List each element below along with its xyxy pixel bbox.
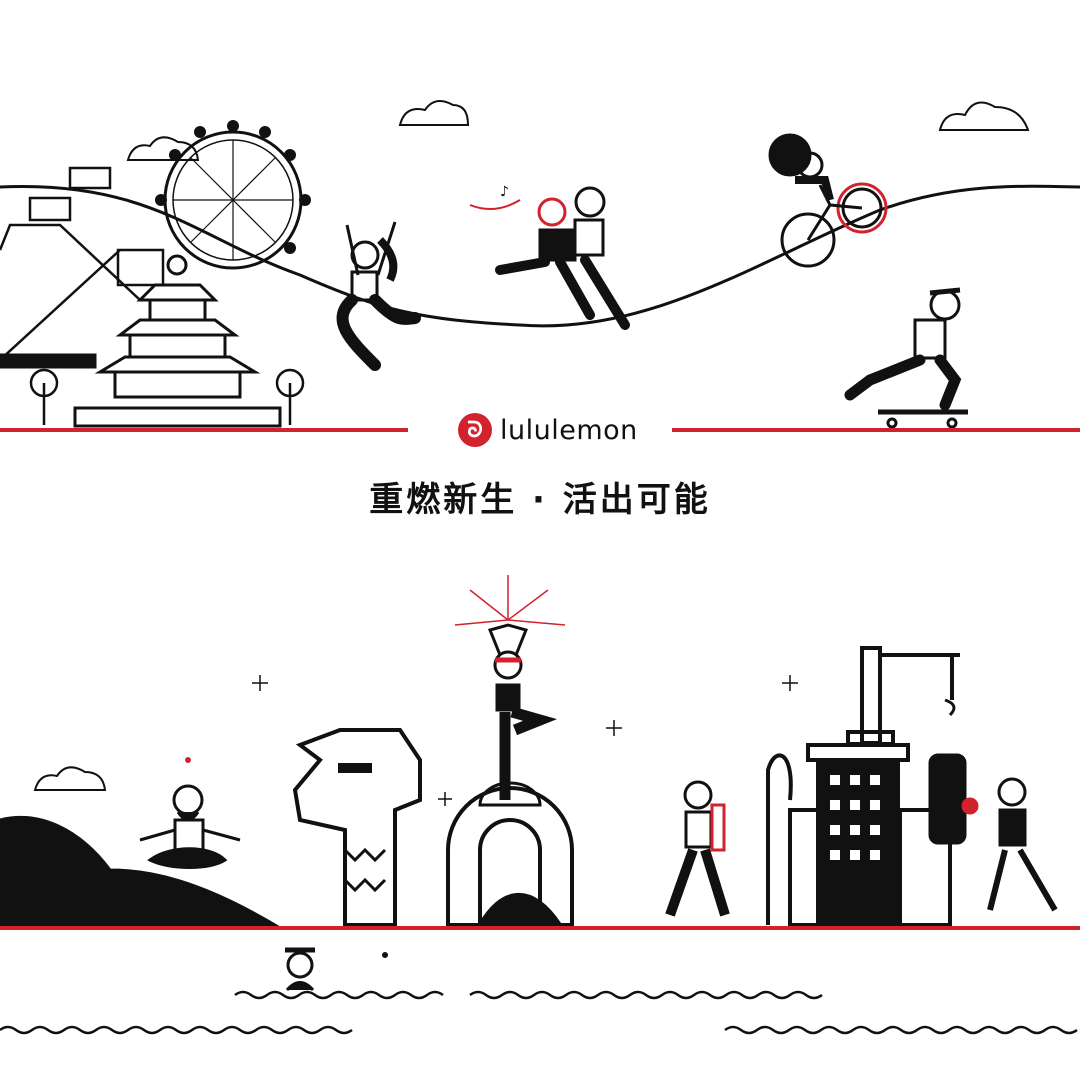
sparkle-icon [252,675,798,806]
lululemon-logo-icon: ᘐ [458,413,492,447]
boxer-woman-icon [961,777,1058,912]
yoga-woman-icon [454,575,566,807]
ferris-wheel-icon [155,120,311,270]
temple-icon [0,254,282,428]
meditating-man-icon [139,757,241,869]
svg-text:♪: ♪ [500,184,509,200]
wave-icon [0,990,1078,1035]
running-couple-icon: ♪ [469,184,630,330]
crane-building-icon [766,646,960,927]
tagline: 重燃新生 · 活出可能 [369,480,711,520]
backpacker-icon [665,780,730,917]
tree-icon [29,368,305,425]
arch-icon [446,786,574,927]
brand-name: lululemon [500,414,638,446]
swimmer-icon [285,947,315,992]
punching-bag-icon [928,753,967,845]
hill-shape [0,815,286,930]
brand-logo: ᘐ lululemon [458,410,638,450]
cloud-icon [33,100,1030,791]
cyclist-icon [768,133,888,268]
dragon-icon [292,728,422,927]
jumping-person-icon [336,221,421,371]
skateboarder-icon [844,287,968,429]
great-wall-icon [0,166,165,361]
